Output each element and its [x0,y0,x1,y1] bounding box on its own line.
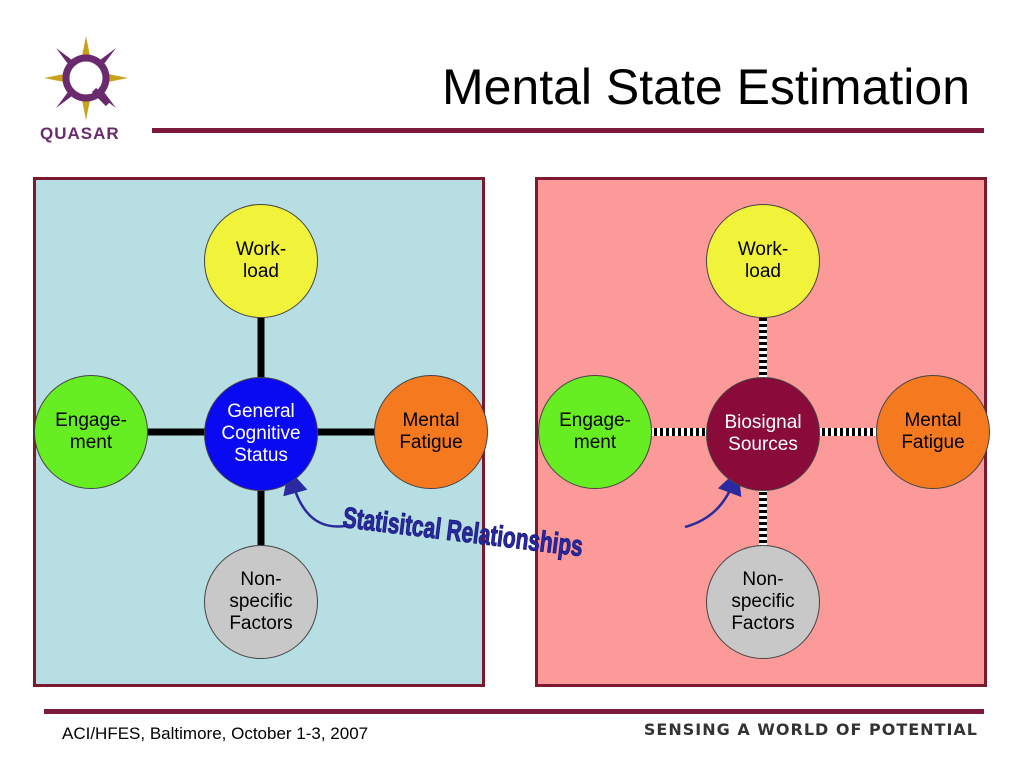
quasar-logo [44,36,128,120]
footer-conference: ACI/HFES, Baltimore, October 1-3, 2007 [62,724,369,743]
right-fatigue-node: Mental Fatigue [876,375,990,489]
biosignal-sources-node: Biosignal Sources [706,377,820,491]
left-nonspecific-node: Non- specific Factors [204,545,318,659]
left-fatigue-node: Mental Fatigue [374,375,488,489]
left-connectors [148,318,375,545]
left-arrow [283,468,346,528]
slide-title: Mental State Estimation [441,59,970,115]
right-arrow [684,469,742,529]
logo-text: QUASAR [40,124,120,143]
general-cognitive-status-node: General Cognitive Status [204,377,318,491]
title-divider [152,128,984,133]
footer-tagline: SENSING A WORLD OF POTENTIAL [643,720,978,739]
right-workload-node: Work- load [706,204,820,318]
footer-divider [44,709,984,714]
right-engagement-node: Engage- ment [538,375,652,489]
left-workload-node: Work- load [204,204,318,318]
right-connectors [650,318,877,545]
left-engagement-node: Engage- ment [34,375,148,489]
right-nonspecific-node: Non- specific Factors [706,545,820,659]
